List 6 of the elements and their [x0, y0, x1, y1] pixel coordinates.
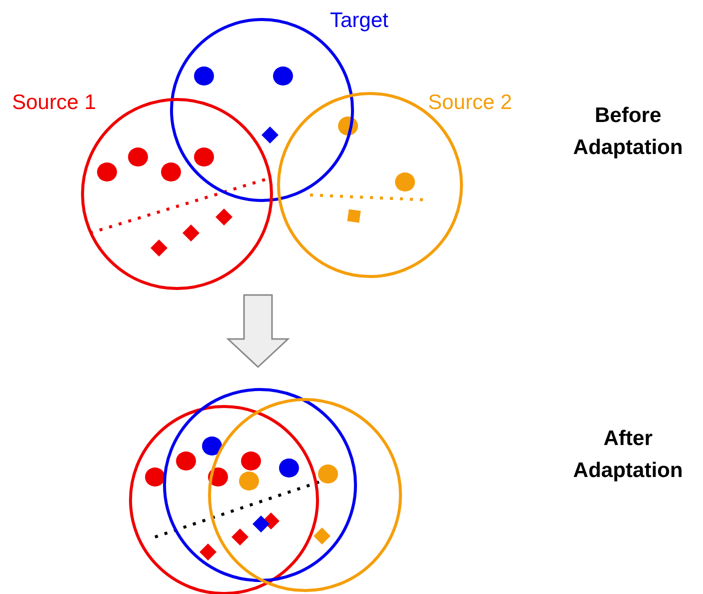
domain-label: Source 1: [12, 92, 96, 113]
domain-label: Source 2: [428, 92, 512, 113]
stage-heading: Before Adaptation: [572, 103, 684, 160]
block-arrow: [226, 294, 290, 368]
domain-label: Target: [330, 10, 388, 31]
stage-heading: After Adaptation: [572, 426, 684, 484]
